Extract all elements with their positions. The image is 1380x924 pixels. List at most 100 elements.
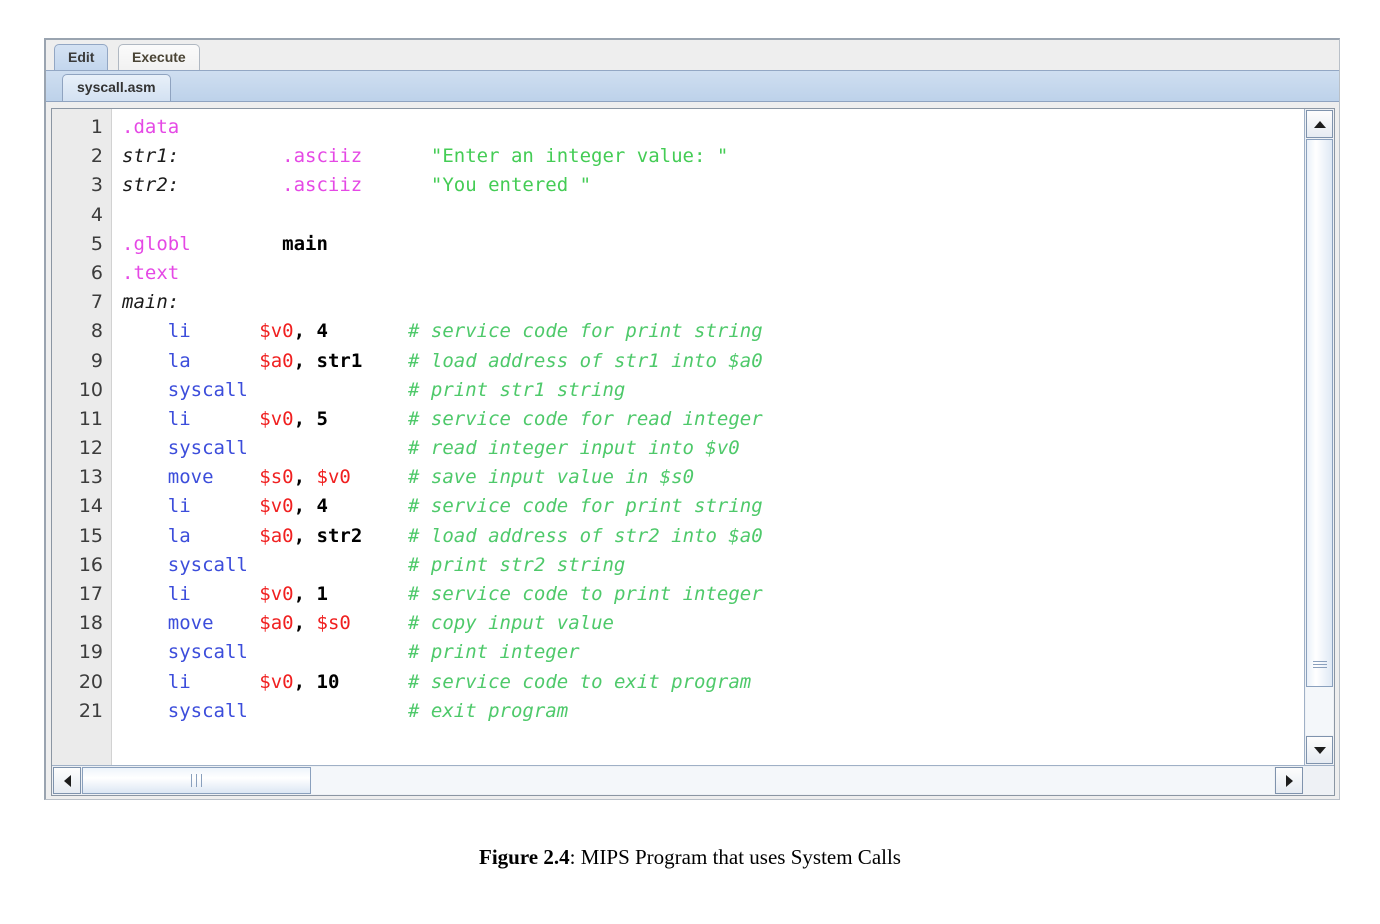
- code-token-plain: [248, 437, 408, 459]
- code-token-cmt: # service code to print integer: [408, 583, 763, 605]
- code-token-instr: syscall: [167, 437, 248, 460]
- code-token-plain: [248, 379, 408, 401]
- code-token-punc: ,: [293, 583, 317, 605]
- code-line[interactable]: move $a0, $s0 # copy input value: [122, 609, 1304, 638]
- code-token-plain: [122, 671, 168, 693]
- code-token-cmt: # print str2 string: [408, 553, 626, 576]
- code-token-sym: str2: [316, 524, 363, 547]
- code-line[interactable]: li $v0, 4 # service code for print strin…: [122, 317, 1304, 346]
- line-number: 15: [78, 524, 103, 547]
- code-line[interactable]: .globl main: [122, 230, 1304, 259]
- code-token-cmt: # service code to exit program: [408, 670, 752, 693]
- code-line[interactable]: main:: [122, 288, 1304, 317]
- vertical-scroll-track[interactable]: [1306, 139, 1333, 735]
- figure-label: Figure 2.4: [479, 845, 570, 869]
- code-line[interactable]: li $v0, 4 # service code for print strin…: [122, 492, 1304, 521]
- code-token-label: str1:: [122, 145, 180, 168]
- code-token-plain: [122, 495, 168, 517]
- code-token-cmt: # load address of str2 into $a0: [408, 524, 763, 547]
- code-token-plain: [191, 583, 260, 605]
- code-token-num: 4: [316, 495, 328, 518]
- code-token-plain: [191, 525, 260, 547]
- code-token-reg: $a0: [259, 349, 294, 372]
- code-line[interactable]: syscall # exit program: [122, 697, 1304, 726]
- code-token-instr: li: [167, 495, 191, 518]
- code-line[interactable]: syscall # print str2 string: [122, 551, 1304, 580]
- code-token-sym: str1: [316, 349, 363, 372]
- code-token-str: "You entered ": [430, 174, 592, 197]
- line-number: 4: [90, 203, 103, 226]
- tab-execute[interactable]: Execute: [118, 44, 200, 70]
- scroll-up-button[interactable]: [1306, 110, 1333, 138]
- scroll-left-button[interactable]: [53, 767, 81, 794]
- code-token-reg: $v0: [259, 320, 294, 343]
- code-token-plain: [191, 320, 260, 342]
- code-line[interactable]: .text: [122, 259, 1304, 288]
- line-number: 21: [78, 699, 103, 722]
- code-line[interactable]: li $v0, 10 # service code to exit progra…: [122, 668, 1304, 697]
- code-token-instr: syscall: [167, 553, 248, 576]
- code-token-num: 4: [316, 320, 328, 343]
- file-tab-syscall-asm[interactable]: syscall.asm: [62, 74, 171, 101]
- triangle-up-icon: [1313, 120, 1326, 128]
- code-token-instr: move: [167, 466, 214, 489]
- code-token-plain: [191, 233, 283, 255]
- code-token-plain: [191, 350, 260, 372]
- line-number: 5: [90, 232, 103, 255]
- code-token-instr: li: [167, 320, 191, 343]
- code-line[interactable]: syscall # print integer: [122, 638, 1304, 667]
- code-token-instr: la: [167, 524, 191, 547]
- code-line[interactable]: [122, 201, 1304, 230]
- code-token-plain: [122, 641, 168, 663]
- code-token-cmt: # service code for print string: [408, 320, 763, 343]
- code-token-dir: .asciiz: [282, 145, 363, 168]
- horizontal-scroll-thumb[interactable]: [82, 767, 311, 794]
- code-token-reg: $v0: [259, 407, 294, 430]
- code-token-instr: syscall: [167, 641, 248, 664]
- line-number: 19: [78, 641, 103, 664]
- tab-edit[interactable]: Edit: [54, 44, 109, 70]
- line-number: 3: [90, 174, 103, 197]
- code-token-plain: [328, 320, 408, 342]
- vertical-scroll-thumb[interactable]: [1306, 139, 1333, 688]
- scroll-down-button[interactable]: [1306, 736, 1333, 764]
- code-line[interactable]: .data: [122, 113, 1304, 142]
- line-number: 9: [90, 349, 103, 372]
- code-line[interactable]: la $a0, str2 # load address of str2 into…: [122, 522, 1304, 551]
- code-token-plain: [191, 671, 260, 693]
- code-line[interactable]: syscall # read integer input into $v0: [122, 434, 1304, 463]
- code-line[interactable]: la $a0, str1 # load address of str1 into…: [122, 347, 1304, 376]
- code-token-plain: [122, 350, 168, 372]
- code-line[interactable]: syscall # print str1 string: [122, 376, 1304, 405]
- code-token-sym: main: [282, 232, 328, 255]
- code-line[interactable]: li $v0, 5 # service code for read intege…: [122, 405, 1304, 434]
- triangle-down-icon: [1313, 746, 1326, 754]
- code-line[interactable]: li $v0, 1 # service code to print intege…: [122, 580, 1304, 609]
- file-tab-strip: syscall.asm: [46, 70, 1339, 102]
- vertical-scrollbar[interactable]: [1304, 109, 1334, 765]
- main-tab-strip: Edit Execute: [46, 40, 1339, 70]
- code-token-reg: $v0: [259, 495, 294, 518]
- code-token-num: 5: [316, 407, 328, 430]
- caption-separator: :: [569, 845, 581, 869]
- code-line[interactable]: move $s0, $v0 # save input value in $s0: [122, 463, 1304, 492]
- code-token-plain: [248, 700, 408, 722]
- code-token-plain: [248, 554, 408, 576]
- line-number: 20: [78, 670, 103, 693]
- code-token-plain: [351, 466, 408, 488]
- code-line[interactable]: str2: .asciiz "You entered ": [122, 171, 1304, 200]
- code-token-cmt: # print integer: [408, 641, 580, 664]
- code-line[interactable]: str1: .asciiz "Enter an integer value: ": [122, 142, 1304, 171]
- code-token-plain: [362, 174, 431, 196]
- horizontal-scroll-track[interactable]: [82, 767, 1274, 794]
- code-token-instr: la: [167, 349, 191, 372]
- code-token-plain: [362, 525, 408, 547]
- code-token-instr: li: [167, 670, 191, 693]
- code-token-punc: ,: [293, 495, 317, 518]
- scroll-right-button[interactable]: [1275, 767, 1303, 794]
- horizontal-scrollbar[interactable]: [52, 765, 1334, 795]
- code-token-cmt: # load address of str1 into $a0: [408, 349, 763, 372]
